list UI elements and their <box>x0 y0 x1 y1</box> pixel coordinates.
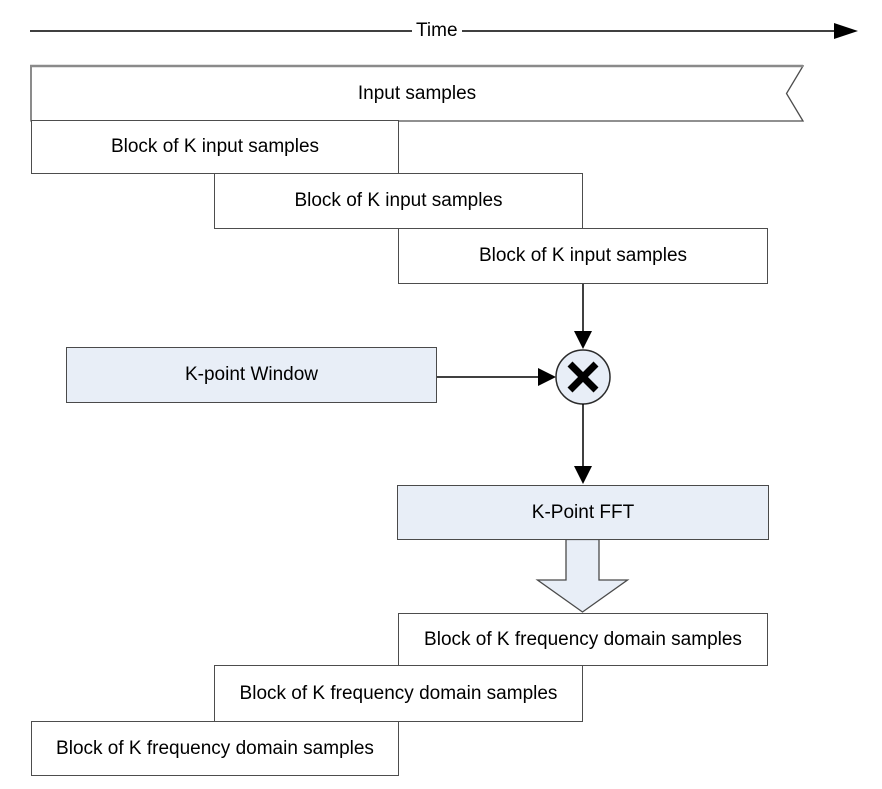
output-block-3: Block of K frequency domain samples <box>31 721 399 776</box>
down-arrow-icon <box>574 404 592 484</box>
right-arrow-icon <box>834 23 858 39</box>
multiply-icon <box>555 349 611 405</box>
block-down-arrow-icon <box>535 538 630 613</box>
fft-box: K-Point FFT <box>397 485 769 540</box>
output-block-2: Block of K frequency domain samples <box>214 665 583 722</box>
output-block-1-label: Block of K frequency domain samples <box>424 628 742 650</box>
window-box-label: K-point Window <box>184 364 319 385</box>
right-arrow-icon <box>437 368 556 386</box>
input-samples-shape <box>30 64 805 122</box>
input-block-2-label: Block of K input samples <box>294 190 503 211</box>
input-block-1: Block of K input samples <box>31 120 399 174</box>
input-block-3: Block of K input samples <box>398 228 768 284</box>
output-block-1: Block of K frequency domain samples <box>398 613 768 666</box>
input-block-1-label: Block of K input samples <box>110 136 320 157</box>
window-box: K-point Window <box>66 347 437 403</box>
input-block-2: Block of K input samples <box>214 173 583 229</box>
input-block-3-label: Block of K input samples <box>478 245 688 266</box>
output-block-2-label: Block of K frequency domain samples <box>239 682 558 704</box>
fft-box-label: K-Point FFT <box>531 501 635 523</box>
output-block-3-label: Block of K frequency domain samples <box>56 737 374 759</box>
input-samples-label: Input samples <box>357 82 477 104</box>
down-arrow-icon <box>574 284 592 349</box>
time-axis-label: Time <box>412 20 462 42</box>
